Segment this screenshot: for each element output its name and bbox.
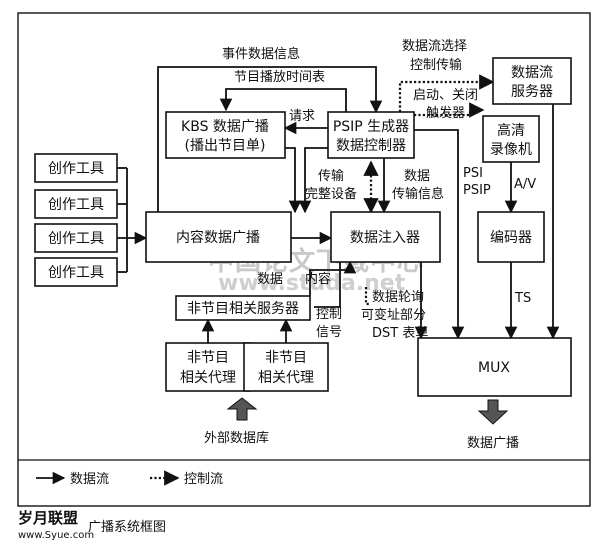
agent-line-2: 相关代理 [180,370,236,386]
event-info-flow [157,66,383,212]
data-transfer-line-1: 数据 [404,169,430,184]
legend-control-flow: 控制流 [184,472,223,487]
tool-label: 创作工具 [48,197,104,213]
external-db-arrow [226,397,258,421]
nonprog-server-label: 非节目相关服务器 [187,301,299,317]
authoring-tool-1: 创作工具 [34,153,118,183]
transfer-equipment-line-1: 传输 [318,168,344,184]
psip-line-2: 数据控制器 [336,138,406,154]
content-broadcast-label: 内容数据广播 [176,229,260,246]
external-db-label: 外部数据库 [204,430,269,446]
non-program-server-box: 非节目相关服务器 [175,295,311,321]
schedule-label: 节目播放时间表 [234,70,325,85]
mux-box: MUX [417,337,572,397]
tool-label: 创作工具 [48,265,104,281]
encoder-label: 编码器 [490,230,532,246]
agent-line-2: 相关代理 [258,370,314,386]
event-info-label: 事件数据信息 [222,46,300,62]
authoring-tool-3: 创作工具 [34,223,118,253]
av-label: A/V [514,177,536,192]
agent-line-1: 非节目 [265,350,307,366]
data-label: 数据 [257,272,283,287]
agent-line-1: 非节目 [187,350,229,366]
watermark-site-url: www.studa.net [218,271,406,296]
trigger-line-1: 启动、关闭 [413,88,478,103]
psip-to-content-flow [298,147,328,214]
carousel-line-1: 数据轮询 [372,290,424,305]
legend-data-flow: 数据流 [70,472,109,487]
stream-select-line-1: 数据流选择 [402,39,467,54]
data-stream-server-box: 数据流 服务器 [492,57,572,105]
stream-select-control [398,74,495,112]
non-program-agent-1: 非节目 相关代理 [165,342,251,392]
data-injector-box: 数据注入器 [330,211,441,263]
trigger-control [414,102,485,118]
recorder-line-1: 高清 [497,122,525,139]
kbs-to-content-flow [285,147,302,214]
kbs-line-1: KBS 数据广播 [181,119,269,135]
injector-label: 数据注入器 [350,230,420,246]
figure-caption: 广播系统框图 [88,520,166,535]
content-label: 内容 [305,271,331,287]
control-signal-line-1: 控制 [316,307,342,322]
data-transfer-line-2: 传输信息 [392,186,444,202]
psip-to-mux-flow [414,129,465,340]
trigger-line-2: 触发器 [426,105,465,121]
request-label: 请求 [289,109,315,124]
tool-label: 创作工具 [48,231,104,247]
ts-label: TS [514,291,531,306]
authoring-tool-4: 创作工具 [34,257,118,287]
control-signal-line-2: 信号 [316,325,342,340]
diagram-frame [17,12,591,507]
tool-label: 创作工具 [48,161,104,177]
psip-label: PSIP [463,183,491,198]
authoring-tool-2: 创作工具 [34,189,118,219]
transfer-equipment-line-2: 完整设备 [305,186,357,202]
carousel-line-2: 可变址部分 [361,307,426,323]
brand-logo: 岁月联盟 [18,509,78,527]
psip-line-1: PSIP 生成器 [333,119,409,135]
carousel-control [364,287,370,306]
control-signal-flow [314,262,341,308]
server-line-1: 数据流 [511,65,553,81]
tools-to-content-flow [117,167,148,273]
brand-url: www.Syue.com [18,530,94,541]
schedule-flow [219,88,347,112]
mux-label: MUX [478,360,510,376]
stream-select-line-2: 控制传输 [410,57,462,73]
kbs-line-2: (播出节目单) [185,138,266,154]
hd-recorder-box: 高清 录像机 [482,115,540,163]
data-broadcast-label: 数据广播 [467,436,519,451]
recorder-line-2: 录像机 [490,142,532,158]
encoder-box: 编码器 [477,211,545,263]
kbs-broadcast-box: KBS 数据广播 (播出节目单) [165,111,286,159]
non-program-agent-2: 非节目 相关代理 [243,342,329,392]
legend: 数据流 控制流 [36,470,223,487]
content-broadcast-box: 内容数据广播 [145,211,292,263]
psip-generator-box: PSIP 生成器 数据控制器 [327,111,415,159]
server-line-2: 服务器 [511,84,553,100]
data-broadcast-arrow [477,399,509,425]
nonprog-to-injector-flow [309,260,357,296]
psi-label: PSI [463,166,483,181]
carousel-line-3: DST 表单 [372,326,428,341]
